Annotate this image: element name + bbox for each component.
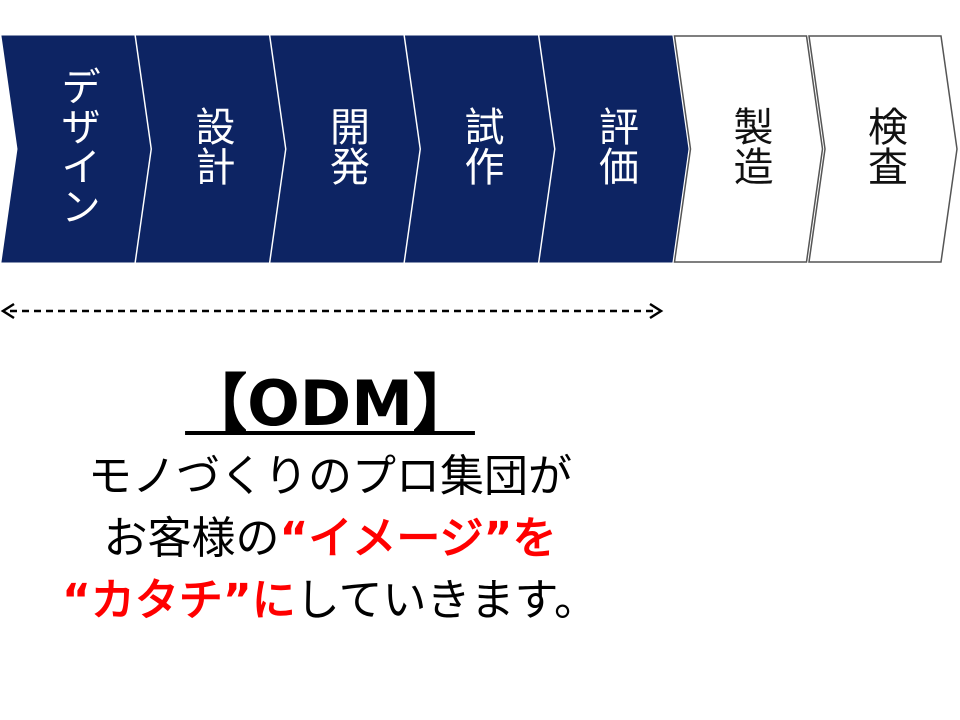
process-step-shape bbox=[270, 35, 420, 263]
process-step-label: 検査 bbox=[861, 106, 907, 186]
range-arrowhead-right bbox=[649, 302, 664, 320]
process-step-shape bbox=[808, 35, 958, 263]
tagline-text: お客様の bbox=[103, 513, 280, 564]
odm-tagline: モノづくりのプロ集団がお客様の“イメージ”を“カタチ”にしていきます。 bbox=[0, 446, 660, 632]
tagline-line: “カタチ”にしていきます。 bbox=[0, 570, 660, 632]
tagline-highlight: “カタチ”に bbox=[61, 575, 296, 626]
tagline-text: していきます。 bbox=[295, 575, 599, 626]
process-step-shape bbox=[1, 35, 151, 263]
process-step-shape bbox=[404, 35, 555, 263]
tagline-text: モノづくりのプロ集団が bbox=[88, 451, 572, 502]
tagline-line: モノづくりのプロ集団が bbox=[0, 446, 660, 508]
process-step-label: 設計 bbox=[188, 106, 235, 186]
process-step-label: 評価 bbox=[592, 106, 638, 186]
process-step-shape bbox=[673, 35, 824, 263]
process-step-label: 製造 bbox=[726, 106, 773, 186]
process-step-label: 開発 bbox=[323, 106, 369, 186]
process-step-shape bbox=[539, 35, 689, 263]
tagline-highlight: “イメージ”を bbox=[279, 513, 557, 564]
odm-title-text: 【ODM】 bbox=[185, 367, 475, 440]
process-step-label: デザイン bbox=[54, 66, 100, 226]
process-flow-diagram bbox=[1, 35, 958, 263]
process-step-shape bbox=[135, 35, 286, 263]
odm-range-arrow bbox=[0, 302, 664, 320]
tagline-line: お客様の“イメージ”を bbox=[0, 508, 660, 570]
range-arrowhead-left bbox=[0, 302, 15, 320]
odm-title: 【ODM】 bbox=[0, 362, 660, 446]
odm-section: 【ODM】 モノづくりのプロ集団がお客様の“イメージ”を“カタチ”にしていきます… bbox=[0, 362, 660, 632]
process-step-label: 試作 bbox=[457, 106, 504, 186]
